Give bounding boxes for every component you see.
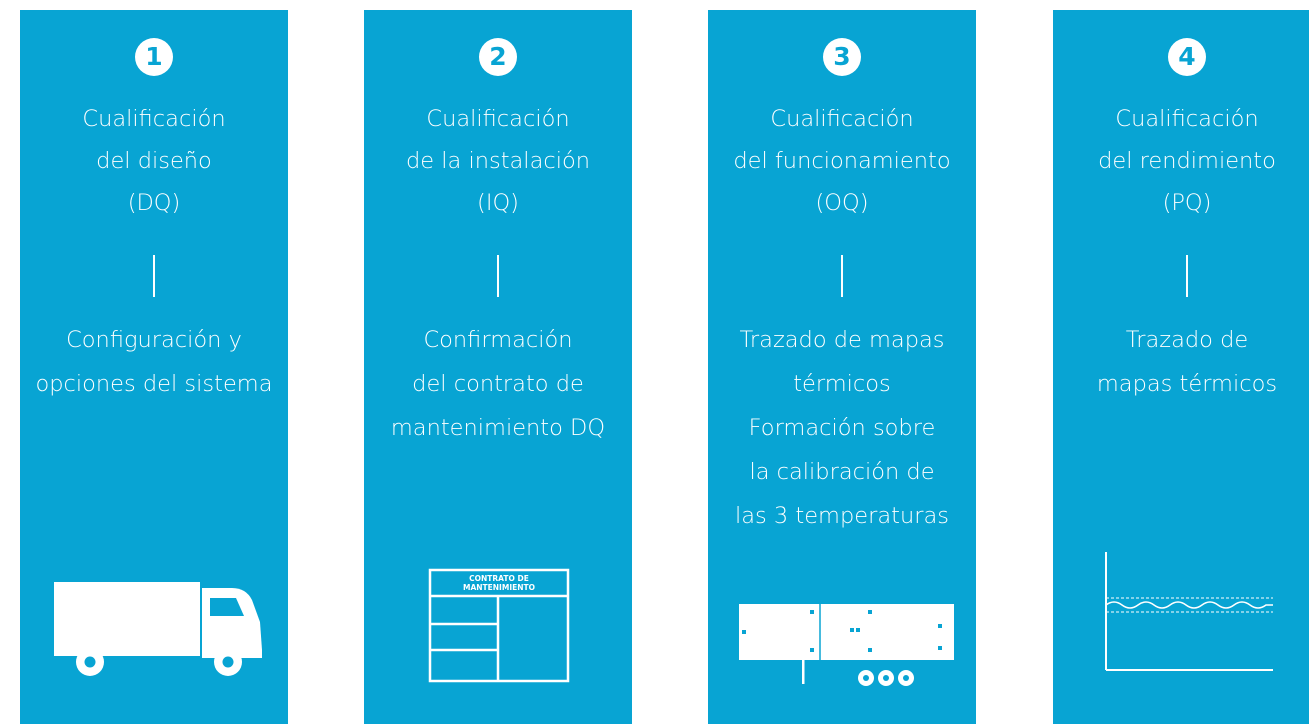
contract-header-line1: CONTRATO DE bbox=[469, 574, 529, 583]
step-number-badge: 2 bbox=[479, 38, 517, 76]
step-description: Trazado de mapas térmicos bbox=[1096, 327, 1278, 397]
step-number-badge: 4 bbox=[1168, 38, 1206, 76]
step-number-badge: 1 bbox=[135, 38, 173, 76]
divider-line bbox=[497, 255, 499, 297]
temperature-chart-icon bbox=[1105, 552, 1273, 671]
step-description: Confirmación del contrato de mantenimien… bbox=[390, 327, 606, 441]
step-3-panel: 3 Cualificación del funcionamiento (OQ) … bbox=[708, 10, 976, 724]
step-2-panel: 2 Cualificación de la instalación (IQ) C… bbox=[364, 10, 632, 724]
trailer-icon bbox=[736, 604, 954, 686]
step-title: Cualificación del diseño (DQ) bbox=[82, 106, 226, 216]
step-description: Configuración y opciones del sistema bbox=[35, 327, 273, 397]
step-title: Cualificación del funcionamiento (OQ) bbox=[733, 106, 951, 216]
step-number-badge: 3 bbox=[823, 38, 861, 76]
step-title: Cualificación del rendimiento (PQ) bbox=[1098, 106, 1276, 216]
divider-line bbox=[1186, 255, 1188, 297]
divider-line bbox=[153, 255, 155, 297]
step-1-panel: 1 Cualificación del diseño (DQ) Configur… bbox=[20, 10, 288, 724]
step-title: Cualificación de la instalación (IQ) bbox=[406, 106, 590, 216]
truck-icon bbox=[54, 582, 262, 676]
contract-header-line2: MANTENIMIENTO bbox=[463, 583, 535, 592]
divider-line bbox=[841, 255, 843, 297]
contract-document-icon: CONTRATO DE MANTENIMIENTO bbox=[428, 568, 570, 683]
step-description: Trazado de mapas térmicos Formación sobr… bbox=[735, 327, 949, 529]
step-4-panel: 4 Cualificación del rendimiento (PQ) Tra… bbox=[1053, 10, 1309, 724]
